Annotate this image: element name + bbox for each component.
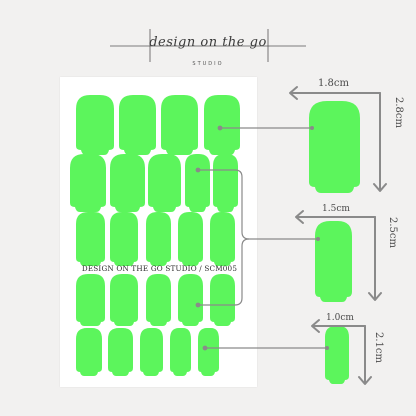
size-sample-medium xyxy=(315,221,352,302)
width-label-medium: 1.5cm xyxy=(322,204,350,214)
nail-sticker xyxy=(119,95,156,155)
nail-sticker xyxy=(178,212,203,266)
nail-sticker xyxy=(76,95,114,155)
nail-sticker xyxy=(76,274,105,326)
nail-sticker xyxy=(213,154,238,212)
nail-sticker xyxy=(140,328,163,376)
nail-sticker xyxy=(110,212,138,266)
size-samples xyxy=(309,101,360,384)
brand-logo: design on the go STUDIO xyxy=(0,0,416,80)
nail-sticker xyxy=(76,212,105,266)
height-label-large: 2.8cm xyxy=(393,97,404,128)
nail-sticker xyxy=(198,328,219,376)
height-label-small: 2.1cm xyxy=(373,332,384,363)
width-label-small: 1.0cm xyxy=(326,313,354,323)
nail-sticker xyxy=(178,274,203,326)
nail-sticker xyxy=(76,328,102,376)
nail-sticker xyxy=(204,95,240,155)
nail-sticker xyxy=(170,328,191,376)
nail-sticker xyxy=(185,154,210,212)
logo-studio-text: STUDIO xyxy=(192,61,224,67)
width-label-large: 1.8cm xyxy=(318,78,349,89)
nail-sticker xyxy=(146,212,171,266)
nail-sticker xyxy=(146,274,171,326)
nail-sticker xyxy=(210,212,235,266)
dimension-arrows xyxy=(289,86,387,385)
nail-sticker xyxy=(110,154,145,212)
pointer-dots xyxy=(195,125,329,351)
pointer-lines xyxy=(198,127,327,349)
size-sample-large xyxy=(309,101,360,193)
nail-sticker xyxy=(110,274,138,326)
nail-sticker xyxy=(70,154,106,212)
sheet-nails xyxy=(70,95,240,376)
logo-frame-lines xyxy=(110,29,306,62)
sheet-product-label: DESIGN ON THE GO STUDIO / SCM005 xyxy=(81,264,238,273)
nail-sticker xyxy=(161,95,198,155)
height-label-medium: 2.5cm xyxy=(387,217,398,248)
nail-sticker xyxy=(210,274,235,326)
nail-sticker xyxy=(148,154,181,212)
logo-script-text: design on the go xyxy=(149,35,267,50)
nail-sticker xyxy=(108,328,133,376)
size-sample-small xyxy=(325,326,349,384)
